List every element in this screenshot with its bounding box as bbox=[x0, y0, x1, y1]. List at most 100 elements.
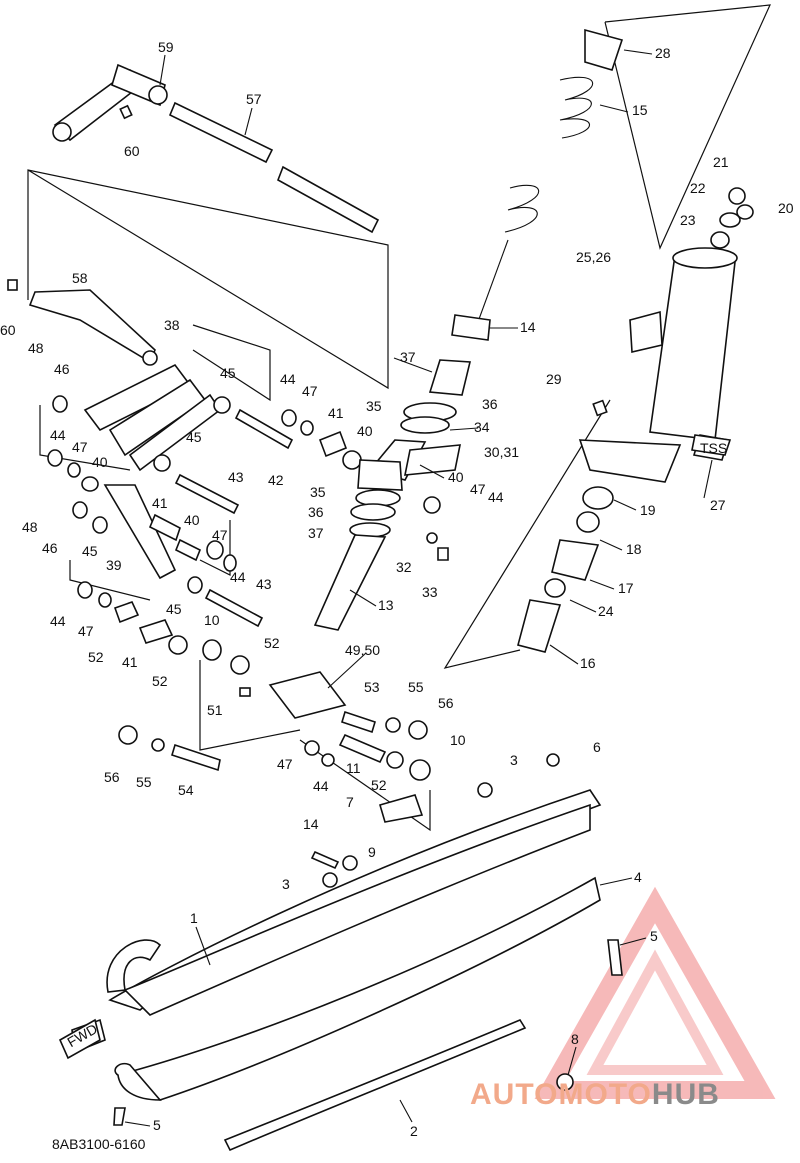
part-label: 47 bbox=[277, 756, 293, 772]
part-label: 13 bbox=[378, 597, 394, 613]
part-label: 60 bbox=[0, 322, 16, 338]
part-label: 11 bbox=[346, 760, 361, 776]
spring-15 bbox=[504, 28, 624, 233]
drawing-code: 8AB3100-6160 bbox=[52, 1136, 146, 1152]
part-label: 40 bbox=[184, 512, 200, 528]
part-label: 47 bbox=[78, 623, 94, 639]
part-label: 57 bbox=[246, 91, 262, 107]
part-label: 41 bbox=[122, 654, 138, 670]
part-label: 41 bbox=[152, 495, 168, 511]
part-label: 20 bbox=[778, 200, 794, 216]
part-label: 10 bbox=[204, 612, 220, 628]
part-label: 43 bbox=[256, 576, 272, 592]
part-label: 51 bbox=[207, 702, 223, 718]
part-label: 3 bbox=[282, 876, 290, 892]
part-label: 46 bbox=[42, 540, 58, 556]
part-label: 59 bbox=[158, 39, 174, 55]
part-label: 32 bbox=[396, 559, 412, 575]
part-label: 1 bbox=[190, 910, 198, 926]
part-label: 44 bbox=[313, 778, 329, 794]
part-label: 40 bbox=[357, 423, 373, 439]
part-label: 52 bbox=[264, 635, 280, 651]
part-label: 40 bbox=[448, 469, 464, 485]
part-label: 39 bbox=[106, 557, 122, 573]
part-label: 45 bbox=[82, 543, 98, 559]
lever-arm-59 bbox=[52, 63, 168, 142]
part-label: 5 bbox=[650, 928, 658, 944]
leader-lines bbox=[124, 49, 713, 1127]
part-label: 8 bbox=[571, 1031, 579, 1047]
suspension-links bbox=[47, 363, 362, 675]
watermark-part2: HUB bbox=[651, 1078, 720, 1111]
part-label: 44 bbox=[230, 569, 246, 585]
part-label: 52 bbox=[371, 777, 387, 793]
part-label: 55 bbox=[136, 774, 152, 790]
part-label: 40 bbox=[92, 454, 108, 470]
part-label: 4 bbox=[634, 869, 642, 885]
part-label: 44 bbox=[50, 427, 66, 443]
part-label: 33 bbox=[422, 584, 438, 600]
part-label: 58 bbox=[72, 270, 88, 286]
fwd-arrow: FWD bbox=[58, 1018, 101, 1060]
part-label: 35 bbox=[310, 484, 326, 500]
part-label: 36 bbox=[308, 504, 324, 520]
tss-label: TSS bbox=[700, 440, 727, 456]
part-label: 17 bbox=[618, 580, 634, 596]
part-labels: 59 57 60 28 15 21 22 20 23 25,26 58 60 1… bbox=[0, 39, 794, 1139]
watermark-logo bbox=[534, 886, 776, 1099]
part-label: 38 bbox=[164, 317, 180, 333]
part-label: 27 bbox=[710, 497, 726, 513]
center-shock bbox=[313, 239, 509, 631]
part-label: 45 bbox=[166, 601, 182, 617]
part-label: 53 bbox=[364, 679, 380, 695]
part-label: 15 bbox=[632, 102, 648, 118]
part-label: 34 bbox=[474, 419, 490, 435]
part-label: 41 bbox=[328, 405, 344, 421]
part-label: 37 bbox=[400, 349, 416, 365]
part-label: 56 bbox=[104, 769, 120, 785]
part-label: 37 bbox=[308, 525, 324, 541]
part-label: 47 bbox=[470, 481, 486, 497]
part-label: 47 bbox=[302, 383, 318, 399]
watermark-part1: AUTOMOTO bbox=[470, 1078, 652, 1111]
part-label: 44 bbox=[50, 613, 66, 629]
part-label: 10 bbox=[450, 732, 466, 748]
part-label: 47 bbox=[212, 527, 228, 543]
reference-frames bbox=[27, 4, 771, 832]
shaft-58 bbox=[7, 279, 158, 366]
part-label: 3 bbox=[510, 752, 518, 768]
rod-57 bbox=[119, 101, 380, 234]
part-label: 2 bbox=[410, 1123, 418, 1139]
pivot-49-50 bbox=[118, 671, 431, 871]
part-label: 35 bbox=[366, 398, 382, 414]
part-label: 45 bbox=[186, 429, 202, 445]
part-label: 30,31 bbox=[484, 444, 519, 460]
part-label: 48 bbox=[22, 519, 38, 535]
part-label: 18 bbox=[626, 541, 642, 557]
watermark-text: AUTOMOTOHUB bbox=[470, 1078, 720, 1112]
part-label: 55 bbox=[408, 679, 424, 695]
part-label: 60 bbox=[124, 143, 140, 159]
ski-assembly bbox=[71, 434, 732, 1152]
part-label: 22 bbox=[690, 180, 706, 196]
part-label: 7 bbox=[346, 794, 354, 810]
part-label: 44 bbox=[488, 489, 504, 505]
part-label: 42 bbox=[268, 472, 284, 488]
part-label: 44 bbox=[280, 371, 296, 387]
part-label: 52 bbox=[152, 673, 168, 689]
part-label: 54 bbox=[178, 782, 194, 798]
part-label: 49,50 bbox=[345, 642, 380, 658]
part-label: 14 bbox=[303, 816, 319, 832]
part-label: 28 bbox=[655, 45, 671, 61]
part-label: 9 bbox=[368, 844, 376, 860]
part-label: 5 bbox=[153, 1117, 161, 1133]
part-label: 19 bbox=[640, 502, 656, 518]
part-label: 48 bbox=[28, 340, 44, 356]
part-label: 14 bbox=[520, 319, 536, 335]
part-label: 43 bbox=[228, 469, 244, 485]
right-shock bbox=[517, 187, 754, 653]
part-label: 46 bbox=[54, 361, 70, 377]
part-label: 52 bbox=[88, 649, 104, 665]
part-label: 47 bbox=[72, 439, 88, 455]
